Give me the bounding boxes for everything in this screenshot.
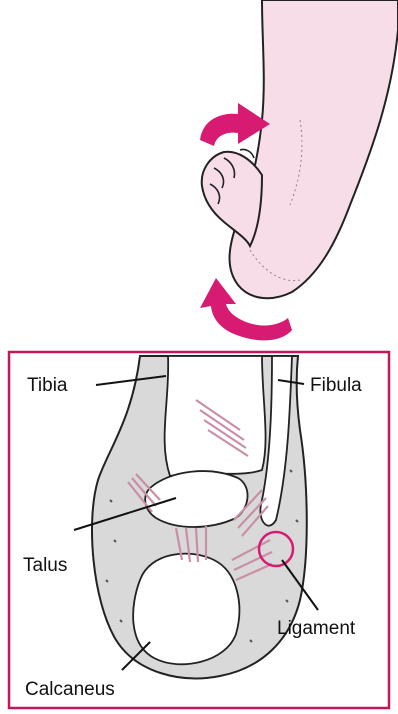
leg bbox=[230, 0, 398, 298]
tibia-label: Tibia bbox=[27, 375, 68, 396]
calcaneus-label: Calcaneus bbox=[25, 679, 115, 700]
tibia-bone bbox=[165, 356, 266, 476]
fibula-label: Fibula bbox=[310, 375, 362, 396]
ligament-label: Ligament bbox=[277, 618, 356, 639]
calcaneus-bone bbox=[133, 554, 239, 665]
talus-label: Talus bbox=[23, 555, 67, 576]
foot-illustration bbox=[200, 0, 398, 340]
